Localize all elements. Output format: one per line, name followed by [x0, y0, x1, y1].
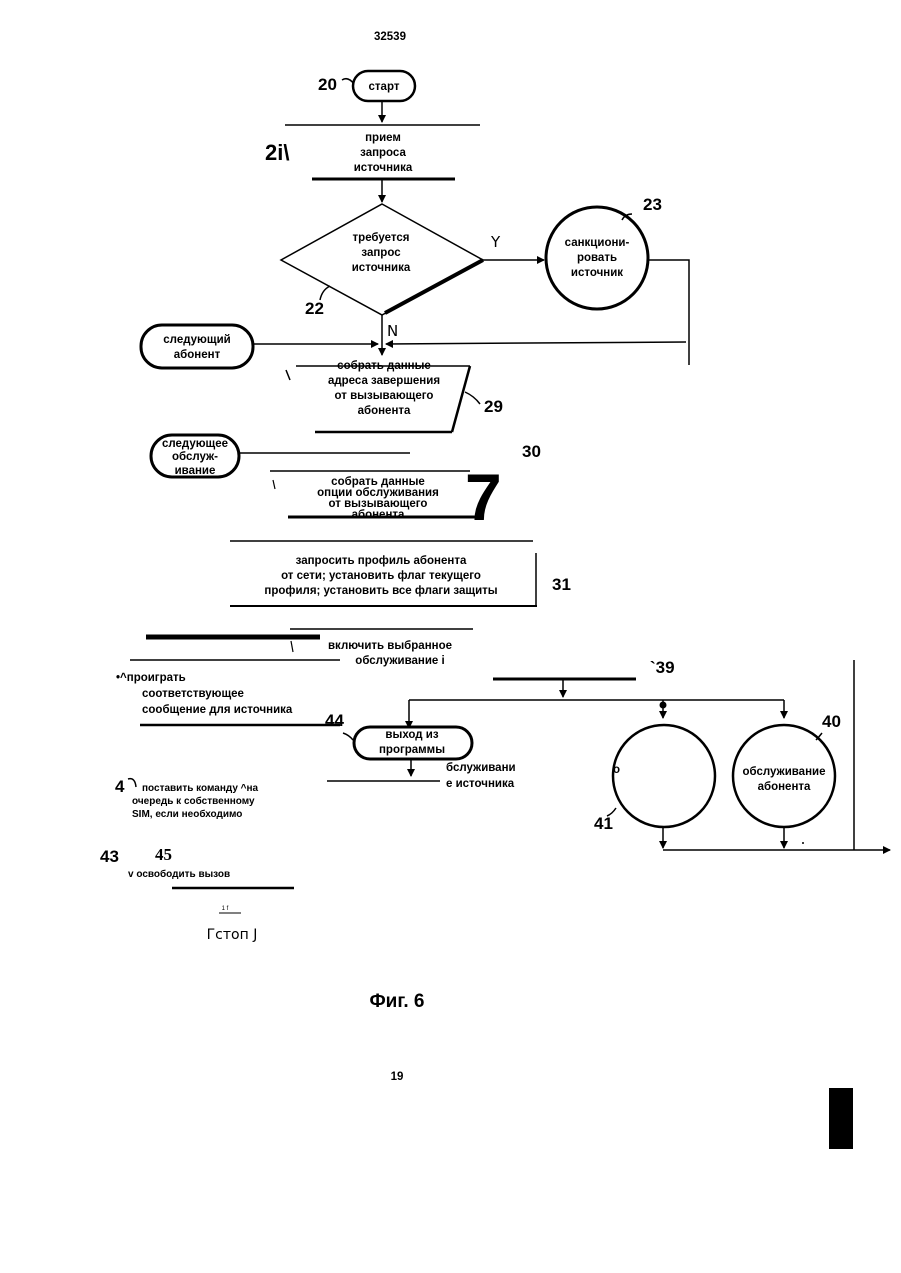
play-message-text: •^проиграть соответствующее сообщение дл…	[116, 672, 293, 716]
label-31: 31	[552, 575, 571, 594]
svg-text:следующий: следующий	[163, 334, 230, 346]
collect-option-text: собрать данные опции обслуживания от выз…	[317, 476, 439, 521]
label-21: 2i\	[265, 140, 289, 165]
svg-text:от сети; установить флаг текущ: от сети; установить флаг текущего	[281, 570, 481, 582]
svg-text:обслуживание i: обслуживание i	[355, 655, 444, 667]
svg-text:от вызывающего: от вызывающего	[335, 390, 434, 402]
enable-service-text: включить выбранное обслуживание i	[328, 640, 452, 667]
label-39: `39	[650, 658, 675, 677]
small-mark: 1 f	[222, 906, 229, 912]
circle-41	[613, 725, 715, 827]
label-22: 22	[305, 299, 324, 318]
svg-text:ровать: ровать	[577, 252, 617, 264]
svg-text:следующее: следующее	[162, 438, 228, 450]
next-subscriber-terminal	[141, 325, 253, 368]
svg-text:источника: источника	[352, 262, 411, 274]
patent-number: 32539	[374, 31, 406, 43]
no-label: N	[387, 322, 398, 340]
label-41: 41	[594, 814, 613, 833]
svg-text:собрать данные: собрать данные	[337, 360, 431, 372]
page-number: 19	[391, 1071, 404, 1083]
svg-text:очередь к собственному: очередь к собственному	[132, 795, 255, 807]
svg-text:включить выбранное: включить выбранное	[328, 640, 452, 652]
svg-text:санкциони-: санкциони-	[565, 237, 630, 249]
svg-text:программы: программы	[379, 744, 445, 756]
request-profile-text: запросить профиль абонента от сети; уста…	[264, 555, 497, 597]
label-42: 4	[115, 777, 125, 796]
svg-text:запроса: запроса	[360, 147, 406, 159]
queue-command-text: поставить команду ^на очередь к собствен…	[132, 783, 259, 820]
svg-text:е источника: е источника	[446, 778, 515, 790]
svg-text:источника: источника	[354, 162, 413, 174]
svg-text:профиля; установить все флаги: профиля; установить все флаги защиты	[264, 585, 497, 597]
black-marker-block	[829, 1088, 853, 1149]
svg-text:прием: прием	[365, 132, 401, 144]
collect-address-text: собрать данные адреса завершения от вызы…	[328, 360, 440, 417]
circle-41-text: о	[613, 764, 620, 776]
label-45: 45	[155, 845, 172, 864]
release-call-text: v освободить вызов	[128, 868, 230, 880]
svg-text:поставить команду ^на: поставить команду ^на	[142, 783, 259, 794]
svg-text:адреса завершения: адреса завершения	[328, 375, 440, 387]
svg-text:абонент: абонент	[174, 349, 221, 361]
stop-terminal: Гстоп J	[207, 927, 258, 943]
svg-text:абонента: абонента	[758, 781, 811, 793]
svg-text:соответствующее: соответствующее	[142, 688, 244, 700]
figure-caption: Фиг. 6	[369, 991, 424, 1012]
label-7: 7	[465, 460, 502, 534]
yes-label: Y	[490, 233, 501, 251]
svg-text:SIM, если необходимо: SIM, если необходимо	[132, 808, 242, 820]
svg-text:обслуж-: обслуж-	[172, 451, 218, 463]
label-23: 23	[643, 195, 662, 214]
svg-text:•^проиграть: •^проиграть	[116, 672, 186, 684]
svg-text:ивание: ивание	[175, 465, 216, 477]
svg-text:запросить профиль абонента: запросить профиль абонента	[296, 555, 467, 567]
label-43: 43	[100, 847, 119, 866]
svg-text:абонента: абонента	[352, 509, 405, 521]
receive-request-text: прием запроса источника	[354, 132, 413, 174]
label-20: 20	[318, 75, 337, 94]
svg-text:бслуживани: бслуживани	[446, 762, 516, 774]
svg-text:выход из: выход из	[385, 729, 438, 741]
svg-text:абонента: абонента	[358, 405, 411, 417]
label-30: 30	[522, 442, 541, 461]
svg-text:запрос: запрос	[361, 247, 401, 259]
start-label: старт	[369, 81, 400, 93]
svg-text:обслуживание: обслуживание	[742, 766, 825, 778]
svg-text:сообщение для источника: сообщение для источника	[142, 704, 293, 716]
label-44: 44	[325, 711, 344, 730]
source-service-text: бслуживани е источника	[446, 762, 516, 790]
label-29: 29	[484, 397, 503, 416]
svg-text:источник: источник	[571, 267, 623, 279]
label-40: 40	[822, 712, 841, 731]
svg-text:требуется: требуется	[353, 232, 410, 244]
